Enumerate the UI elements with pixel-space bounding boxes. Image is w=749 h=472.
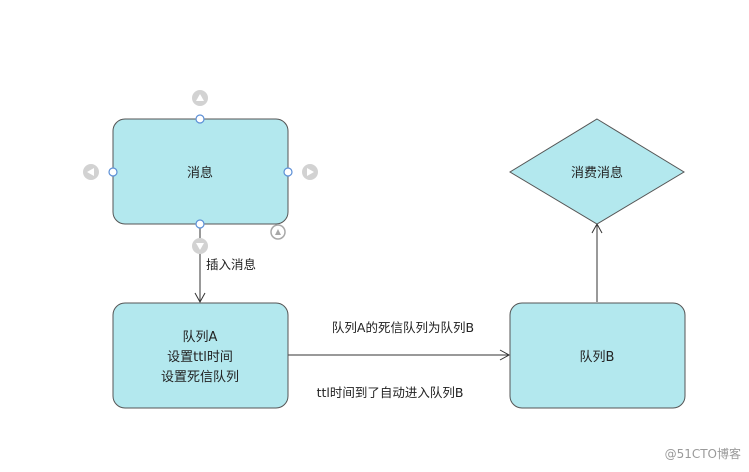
node-queue-a-line-2: 设置ttl时间 <box>167 350 233 365</box>
node-consume-label: 消费消息 <box>571 165 623 181</box>
edge-label-dead-letter: 队列A的死信队列为队列B <box>332 320 474 335</box>
node-queue-b-label: 队列B <box>580 350 615 365</box>
node-consume-shape[interactable] <box>509 118 685 225</box>
node-message-label: 消息 <box>187 165 213 181</box>
connect-arrow-down-icon[interactable] <box>192 238 208 254</box>
node-queue-a-shape[interactable] <box>112 302 289 409</box>
connect-arrow-right-icon[interactable] <box>302 164 318 180</box>
handle-right[interactable] <box>283 167 293 177</box>
node-consume[interactable]: 消费消息 <box>509 118 685 225</box>
edge-label-insert: 插入消息 <box>206 257 256 272</box>
handle-top[interactable] <box>195 114 205 124</box>
edge-label-ttl-expire: ttl时间到了自动进入队列B <box>317 385 464 400</box>
watermark: @51CTO博客 <box>665 446 741 461</box>
connect-arrow-up-icon[interactable] <box>192 90 208 106</box>
node-queue-b[interactable]: 队列B <box>509 302 686 409</box>
connect-arrow-left-icon[interactable] <box>83 164 99 180</box>
node-queue-a[interactable]: 队列A 设置ttl时间 设置死信队列 <box>112 302 289 409</box>
node-queue-a-line-3: 设置死信队列 <box>161 370 239 385</box>
handle-bottom[interactable] <box>195 219 205 229</box>
rotate-handle-icon[interactable] <box>270 224 286 240</box>
handle-left[interactable] <box>108 167 118 177</box>
node-queue-b-shape[interactable] <box>509 302 686 409</box>
node-queue-a-line-1: 队列A <box>183 330 218 345</box>
selection-handles[interactable] <box>108 114 293 229</box>
node-message[interactable]: 消息 <box>112 118 289 225</box>
